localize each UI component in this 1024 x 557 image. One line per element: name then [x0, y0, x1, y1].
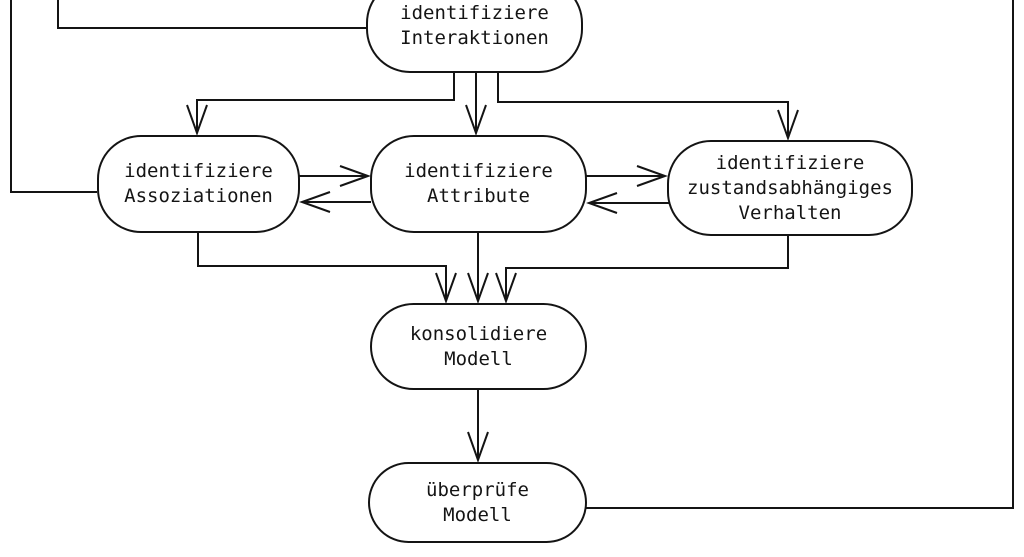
node-ueberpruefe-modell-label-line-0: überprüfe: [426, 478, 529, 501]
node-konsolidiere-modell-label-line-1: Modell: [444, 347, 513, 370]
node-identifiziere-interaktionen-label-line-0: identifiziere: [400, 2, 549, 24]
node-identifiziere-zustandsabhaengiges-verhalten-label-line-1: zustandsabhängiges: [687, 176, 893, 199]
node-identifiziere-attribute-label-line-0: identifiziere: [404, 160, 553, 182]
node-ueberpruefe-modell-label-line-1: Modell: [443, 503, 512, 526]
node-identifiziere-zustandsabhaengiges-verhalten-label-line-2: Verhalten: [738, 201, 842, 224]
node-identifiziere-assoziationen-label-line-0: identifiziere: [124, 160, 273, 182]
node-identifiziere-assoziationen-label-line-1: Assoziationen: [124, 185, 273, 207]
node-identifiziere-interaktionen-label-line-1: Interaktionen: [400, 27, 549, 49]
node-konsolidiere-modell-label-line-0: konsolidiere: [409, 322, 548, 345]
node-identifiziere-attribute-label-line-1: Attribute: [427, 185, 530, 207]
node-identifiziere-zustandsabhaengiges-verhalten-label-line-0: identifiziere: [715, 151, 865, 174]
